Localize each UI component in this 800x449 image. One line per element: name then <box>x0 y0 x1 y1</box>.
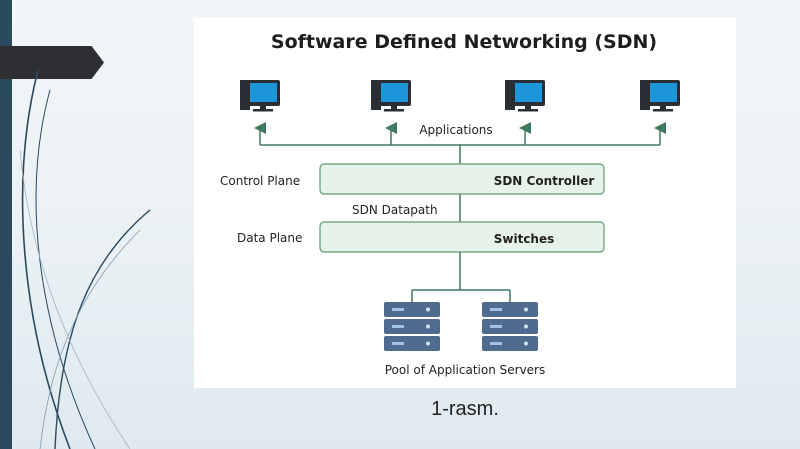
sdn-controller-box <box>319 163 605 195</box>
figure-caption: 1-rasm. <box>431 398 499 420</box>
computer-icon <box>640 80 680 112</box>
sdn-datapath-label: SDN Datapath <box>352 203 438 217</box>
switches-box <box>319 221 605 253</box>
computer-icon <box>505 80 545 112</box>
servers-label: Pool of Application Servers <box>385 363 546 377</box>
left-accent-bar <box>0 0 12 449</box>
diagram-title: Software Defined Networking (SDN) <box>271 31 657 53</box>
control-plane-label: Control Plane <box>220 174 300 188</box>
applications-label: Applications <box>419 123 492 137</box>
computer-icon <box>371 80 411 112</box>
slide-tab-arrow <box>0 46 104 79</box>
switches-label: Switches <box>494 232 555 246</box>
server-bus <box>411 252 511 302</box>
sdn-diagram: Software Defined Networking (SDN) <box>220 31 680 377</box>
computer-icon <box>240 80 280 112</box>
decorative-curves <box>19 69 151 449</box>
server-icon <box>384 302 440 351</box>
sdn-diagram-image: Software Defined Networking (SDN) <box>194 18 736 388</box>
sdn-controller-label: SDN Controller <box>494 174 595 188</box>
server-icon <box>482 302 538 351</box>
data-plane-label: Data Plane <box>237 231 302 245</box>
application-bus <box>254 122 666 164</box>
